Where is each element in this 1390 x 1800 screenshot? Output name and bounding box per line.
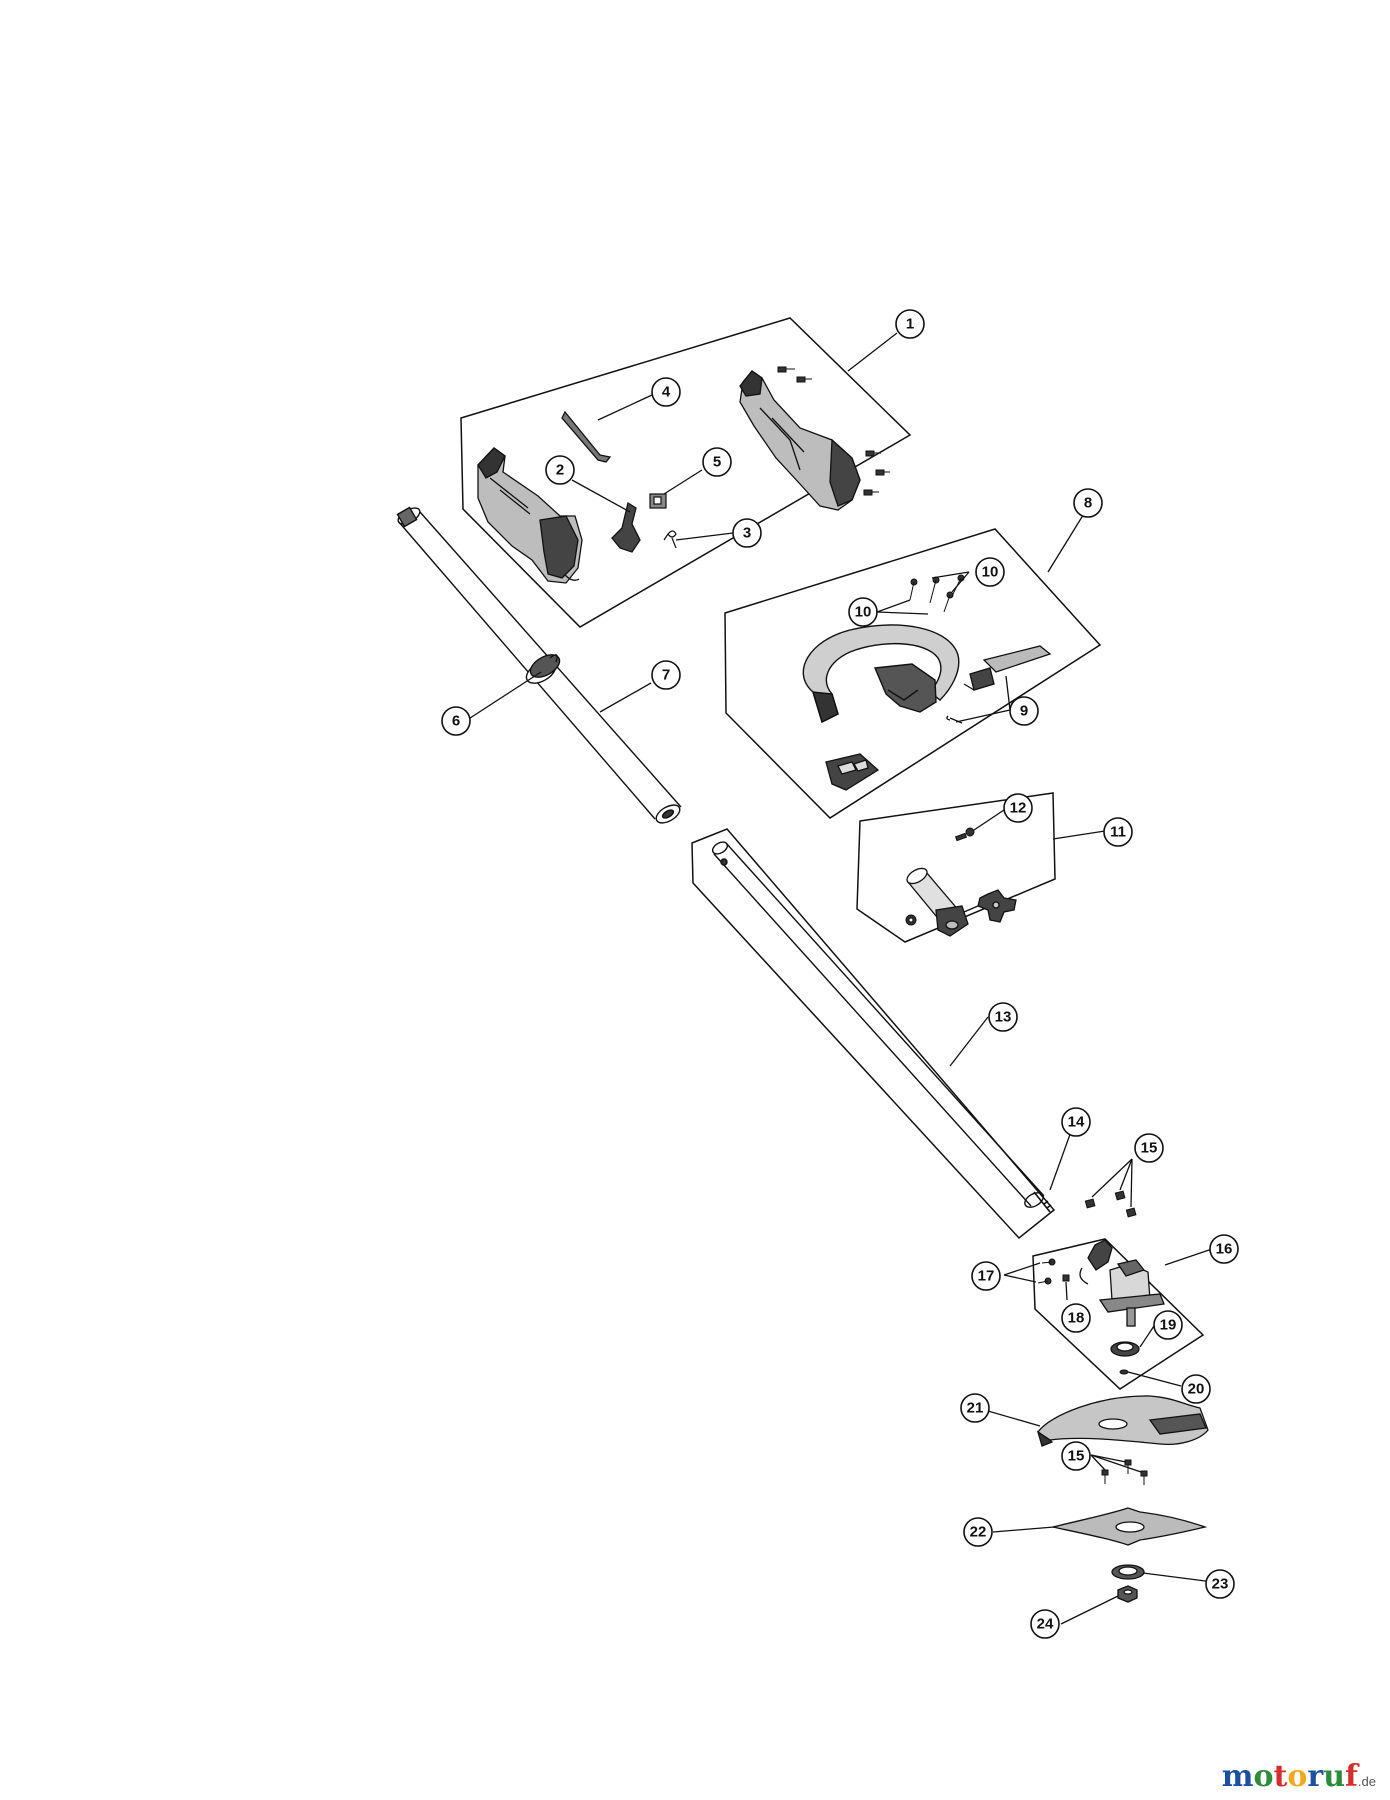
callout-11: 11 — [1110, 824, 1126, 841]
blade-nut — [1117, 1585, 1138, 1603]
callout-21: 21 — [967, 1400, 984, 1417]
watermark-suffix: .de — [1357, 1774, 1376, 1789]
callout-8: 8 — [1084, 495, 1092, 512]
cutting-blade — [1052, 1507, 1208, 1546]
callout-19: 19 — [1160, 1317, 1177, 1334]
handle-clamp-block — [825, 753, 880, 791]
lower-shaft — [711, 841, 1045, 1208]
barrier-bar — [963, 645, 1052, 691]
shield-screws — [1101, 1459, 1148, 1485]
blade-washer — [1111, 1564, 1145, 1580]
callout-labels: 1 4 2 3 5 6 7 8 9 10 10 11 12 13 14 15 1… — [452, 316, 1233, 1633]
callout-3: 3 — [743, 525, 751, 542]
coupler-knob — [963, 889, 1017, 923]
gearhead-screws — [1037, 1258, 1070, 1285]
callout-13: 13 — [995, 1009, 1012, 1026]
callout-16: 16 — [1216, 1241, 1233, 1258]
callout-22: 22 — [970, 1524, 987, 1541]
blade-shield — [1036, 1395, 1209, 1447]
group-box-gearhead — [1032, 1238, 1205, 1390]
callout-10b: 10 — [855, 604, 872, 621]
callout-9: 9 — [1020, 703, 1028, 720]
callout-7: 7 — [662, 667, 670, 684]
callout-1: 1 — [906, 316, 914, 333]
coupler-nut — [905, 914, 917, 926]
watermark-letter: o — [1253, 1759, 1274, 1794]
handle-half-right — [739, 370, 861, 511]
throttle-lockout-link — [561, 410, 612, 463]
callout-15b: 15 — [1068, 1448, 1085, 1465]
callout-23: 23 — [1212, 1576, 1229, 1593]
drive-shaft-tip — [1033, 1191, 1052, 1213]
callout-12: 12 — [1010, 800, 1027, 817]
watermark-letter: f — [1345, 1759, 1358, 1794]
throttle-trigger — [611, 501, 641, 553]
callout-6: 6 — [452, 713, 460, 730]
gearhead — [1079, 1239, 1165, 1327]
callout-4: 4 — [662, 384, 671, 401]
callout-14: 14 — [1068, 1114, 1085, 1131]
shaft-clamp-ring — [525, 654, 561, 684]
group-box-guard-handle — [724, 528, 1102, 819]
shaft-coupler — [906, 867, 969, 937]
loop-handle — [802, 624, 960, 723]
group-box-lower-shaft — [691, 828, 1056, 1240]
coupler-bolt — [954, 827, 975, 842]
loop-handle-screws — [909, 574, 965, 613]
switch-block — [649, 493, 667, 509]
callout-circles — [441, 309, 1239, 1639]
gearhead-nuts — [1084, 1190, 1137, 1218]
spacer-washer — [1119, 1369, 1129, 1375]
callout-15a: 15 — [1141, 1140, 1158, 1157]
watermark-letter: r — [1307, 1759, 1324, 1794]
callout-2: 2 — [556, 462, 564, 479]
watermark-letter: o — [1287, 1759, 1308, 1794]
handle-half-left — [477, 447, 583, 584]
callout-18: 18 — [1068, 1310, 1085, 1327]
callout-24: 24 — [1037, 1616, 1054, 1633]
screws-group-1 — [777, 366, 890, 496]
watermark-letter: u — [1323, 1759, 1346, 1794]
watermark-logo: motoruf.de — [1222, 1759, 1376, 1794]
callout-10a: 10 — [982, 564, 999, 581]
bearing-washer — [1110, 1341, 1140, 1357]
watermark-letter: m — [1221, 1759, 1254, 1794]
callout-20: 20 — [1188, 1381, 1205, 1398]
callout-5: 5 — [713, 454, 721, 471]
barrier-pin — [946, 715, 963, 724]
trigger-spring — [663, 530, 677, 549]
callout-17: 17 — [978, 1268, 995, 1285]
leader-lines — [466, 332, 1222, 1625]
watermark-letter: t — [1273, 1759, 1288, 1794]
